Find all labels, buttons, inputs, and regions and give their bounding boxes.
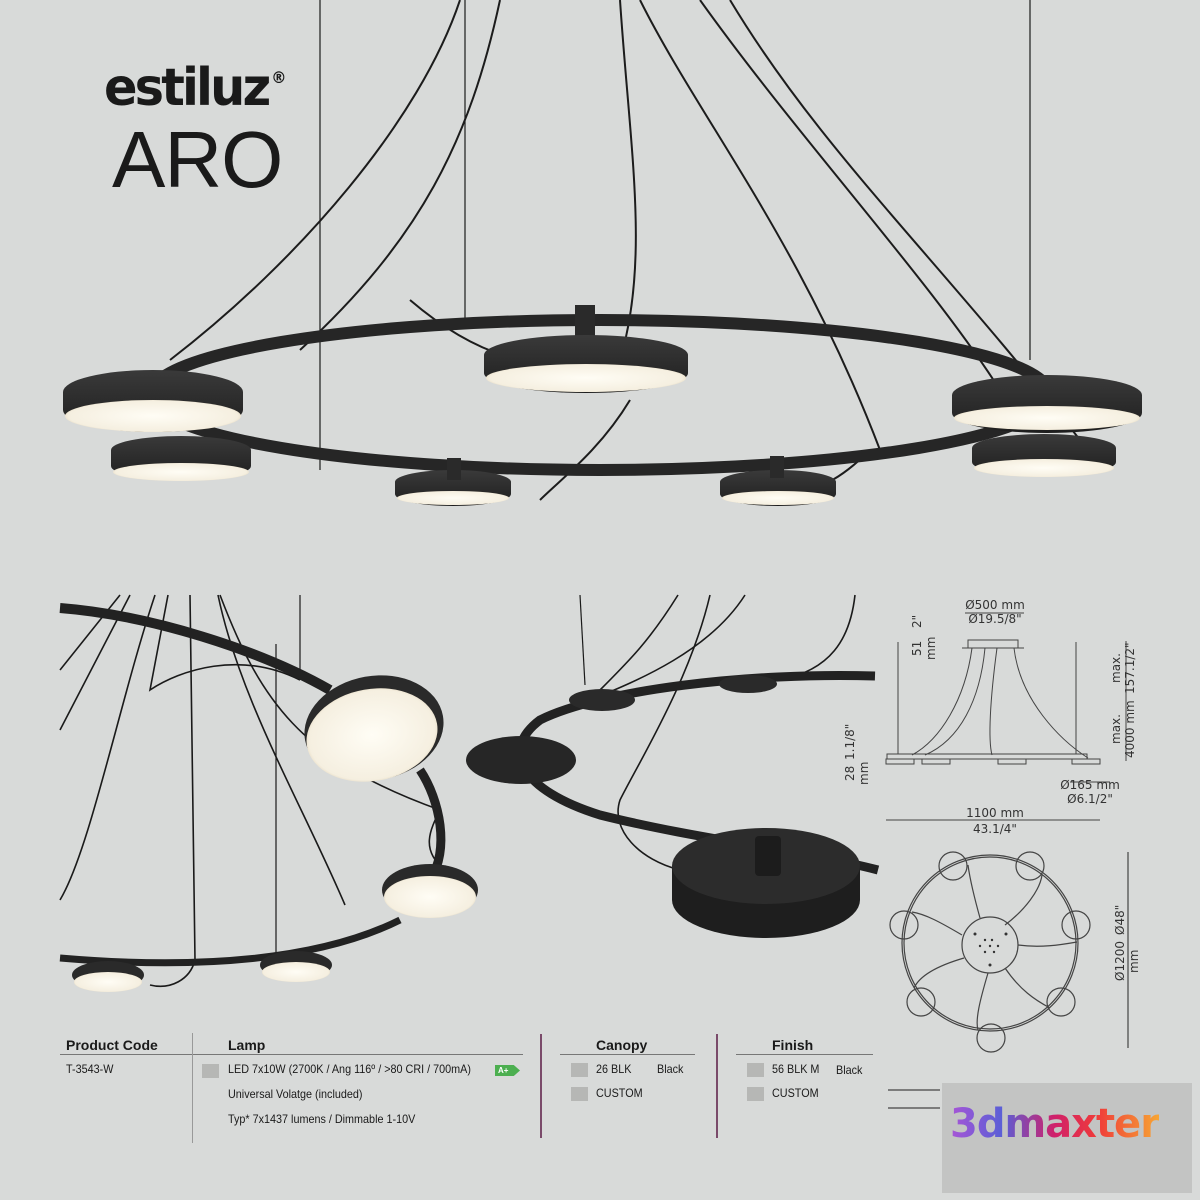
head-height-label: 28 mm 1.1/8" — [843, 723, 871, 785]
width-mm: 1100 mm — [966, 806, 1024, 820]
watermark-text: 3dmaxter — [950, 1101, 1160, 1147]
ring-diameter-in: Ø48" — [1113, 905, 1127, 936]
ring-diameter-mm: Ø1200 mm — [1113, 941, 1141, 982]
divider — [193, 1054, 523, 1055]
max-height-label: max. 4000 mm max. 157.1/2" — [1109, 640, 1137, 760]
finish-option-1-color: Black — [836, 1063, 863, 1077]
product-name: ARO — [112, 115, 283, 204]
hero-render — [63, 0, 1142, 506]
brand-logo-text: estiluz — [104, 58, 271, 118]
ring-diameter-label: Ø1200 mm Ø48" — [1113, 905, 1141, 985]
canopy-diameter-mm: Ø500 mm — [965, 598, 1025, 612]
divider — [60, 1054, 194, 1055]
head-diameter-label: Ø165 mm Ø6.1/2" — [1055, 778, 1125, 806]
divider — [192, 1033, 193, 1143]
max-height-in: max. 157.1/2" — [1109, 642, 1137, 695]
divider — [560, 1054, 695, 1055]
registered-mark: ® — [271, 68, 287, 87]
lamp-line-1: LED 7x10W (2700K / Ang 116º / >80 CRI / … — [228, 1062, 471, 1076]
lamp-line-2: Universal Volatge (included) — [228, 1087, 363, 1101]
divider — [716, 1034, 718, 1138]
width-in: 43.1/4" — [973, 822, 1017, 836]
divider — [736, 1054, 873, 1055]
canopy-option-2-code: CUSTOM — [596, 1086, 643, 1100]
product-code-value: T-3543-W — [66, 1062, 114, 1076]
finish-header: Finish — [772, 1037, 814, 1053]
head-diameter-in: Ø6.1/2" — [1067, 792, 1113, 806]
lamp-header: Lamp — [228, 1037, 266, 1053]
finish-option-1-code: 56 BLK M — [772, 1062, 820, 1076]
canopy-height-mm: 51 mm — [910, 636, 938, 661]
canopy-height-label: 51 mm 2" — [910, 615, 938, 667]
product-code-header: Product Code — [66, 1037, 158, 1053]
canopy-swatch-1[interactable] — [571, 1063, 588, 1077]
canopy-height-in: 2" — [910, 615, 924, 629]
divider — [540, 1034, 542, 1138]
head-diameter-mm: Ø165 mm — [1060, 778, 1120, 792]
canopy-diameter-label: Ø500 mm Ø19.5/8" — [962, 598, 1028, 626]
energy-class-badge: A+ — [495, 1065, 520, 1076]
canopy-option-1-color: Black — [657, 1062, 684, 1076]
finish-swatch-2[interactable] — [747, 1087, 764, 1101]
max-height-mm: max. 4000 mm — [1109, 700, 1137, 759]
canopy-header: Canopy — [596, 1037, 648, 1053]
canopy-diameter-in: Ø19.5/8" — [968, 612, 1022, 626]
head-height-mm: 28 mm — [843, 761, 871, 785]
canopy-swatch-2[interactable] — [571, 1087, 588, 1101]
canopy-option-1-code: 26 BLK — [596, 1062, 632, 1076]
brand-logo: estiluz® — [104, 62, 286, 114]
watermark: 3dmaxter — [942, 1083, 1192, 1193]
lamp-swatch — [202, 1064, 219, 1078]
finish-option-2-code: CUSTOM — [772, 1086, 819, 1100]
lamp-line-3: Typ* 7x1437 lumens / Dimmable 1-10V — [228, 1112, 416, 1126]
head-height-in: 1.1/8" — [843, 723, 857, 760]
finish-swatch-1[interactable] — [747, 1063, 764, 1077]
